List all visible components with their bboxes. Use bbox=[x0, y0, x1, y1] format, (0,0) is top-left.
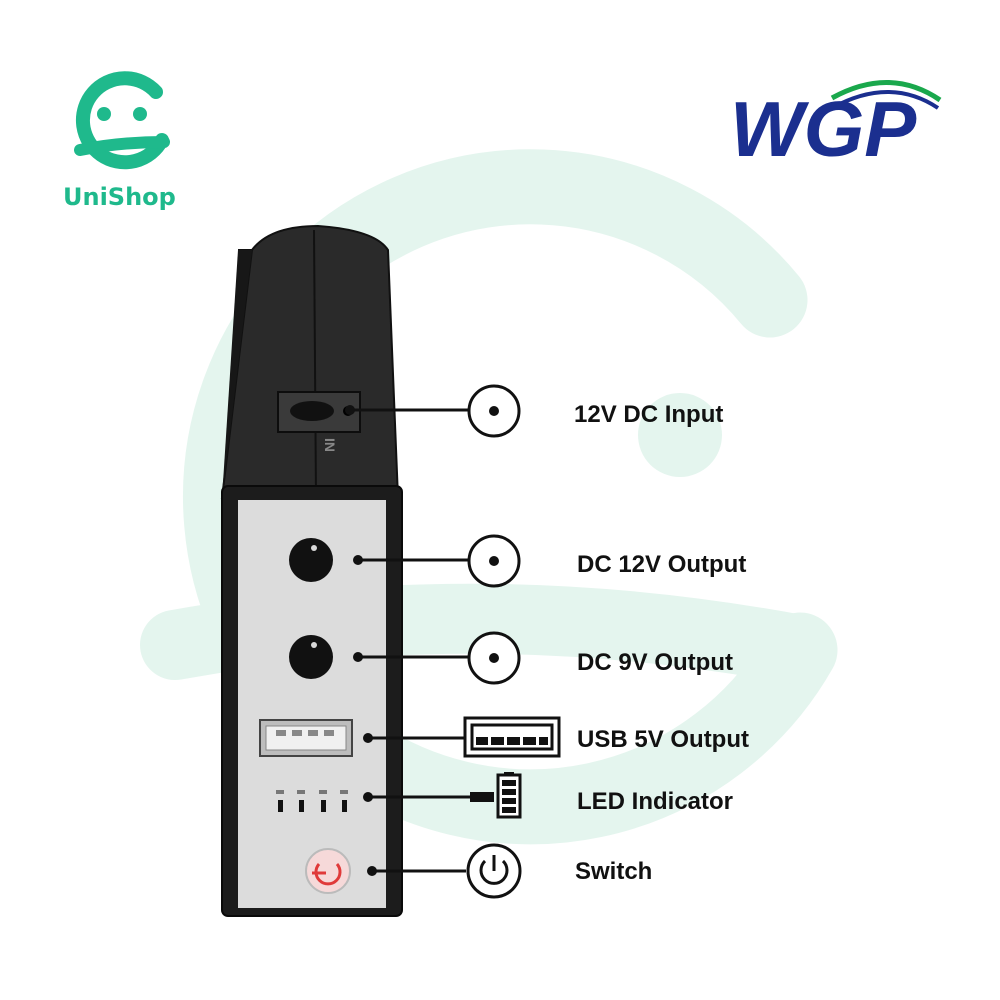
dc-jack-icon bbox=[467, 534, 521, 588]
brand-name: UniShop bbox=[63, 183, 176, 211]
wgp-logo: WGP bbox=[730, 80, 942, 173]
usb-port-icon bbox=[463, 716, 561, 758]
callout-label-usb-5v-output: USB 5V Output bbox=[577, 726, 749, 753]
battery-icon bbox=[470, 772, 522, 819]
wgp-logo-text: WGP bbox=[730, 85, 917, 173]
callout-label-12v-dc-input: 12V DC Input bbox=[574, 401, 724, 428]
dc-jack-icon bbox=[467, 384, 521, 438]
callout-label-dc-9v-output: DC 9V Output bbox=[577, 649, 733, 676]
callout-label-dc-12v-output: DC 12V Output bbox=[577, 551, 747, 578]
callout-label-switch: Switch bbox=[575, 858, 653, 885]
dc-jack-icon bbox=[467, 631, 521, 685]
callout-label-led-indicator: LED Indicator bbox=[577, 788, 734, 815]
unishop-logo-icon bbox=[74, 71, 170, 170]
power-icon bbox=[466, 843, 522, 899]
